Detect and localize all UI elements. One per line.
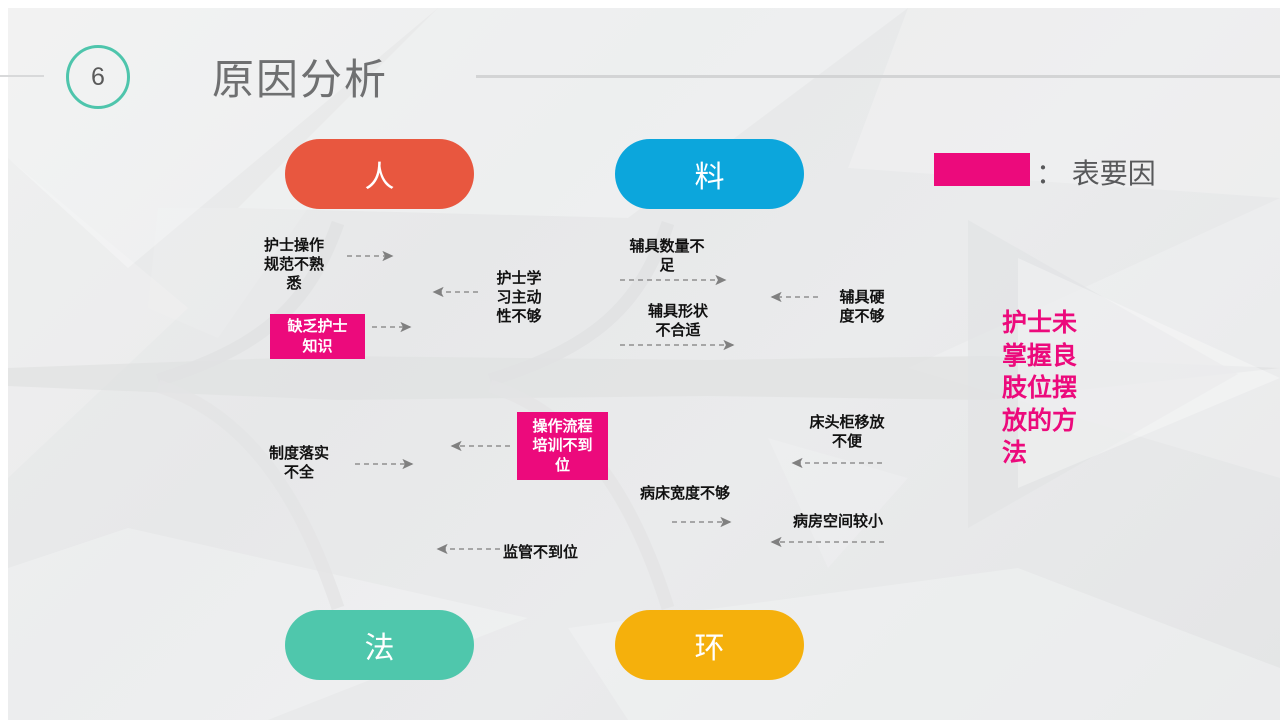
cause-liao-2: 辅具形状 不合适 xyxy=(647,303,708,340)
category-box-ren[interactable]: 人 xyxy=(285,139,474,209)
cause-fa-2-highlight: 操作流程 培训不到 位 xyxy=(517,412,608,480)
cause-fa-1: 制度落实 不全 xyxy=(268,445,329,482)
conclusion-text: 护士未掌握良肢位摆放的方法 xyxy=(1002,309,1078,467)
category-label-ren: 人 xyxy=(364,161,395,194)
category-box-huan[interactable]: 环 xyxy=(615,610,804,680)
category-label-fa: 法 xyxy=(364,632,395,665)
cause-ren-3-highlight: 缺乏护士 知识 xyxy=(270,314,365,359)
cause-liao-1: 辅具数量不 足 xyxy=(629,238,705,275)
category-label-huan: 环 xyxy=(694,632,725,665)
header-rule-left xyxy=(0,75,44,77)
category-label-liao: 料 xyxy=(694,161,725,194)
cause-fa-3: 监管不到位 xyxy=(503,544,579,561)
cause-huan-1: 床头柜移放 不便 xyxy=(809,414,885,451)
cause-huan-2: 病床宽度不够 xyxy=(639,485,730,502)
cause-huan-3: 病房空间较小 xyxy=(792,513,883,530)
category-box-liao[interactable]: 料 xyxy=(615,139,804,209)
slide-number-badge: 6 xyxy=(66,45,130,109)
page-title: 原因分析 xyxy=(212,56,389,103)
cause-ren-2: 护士学 习主动 性不够 xyxy=(496,270,542,326)
cause-liao-3: 辅具硬 度不够 xyxy=(839,289,885,326)
slide-number: 6 xyxy=(91,62,105,91)
header-rule xyxy=(476,75,1280,78)
legend-label: ： 表要因 xyxy=(1036,158,1156,189)
cause-ren-1: 护士操作 规范不熟 悉 xyxy=(263,237,324,293)
legend-color-swatch xyxy=(934,153,1030,186)
category-box-fa[interactable]: 法 xyxy=(285,610,474,680)
